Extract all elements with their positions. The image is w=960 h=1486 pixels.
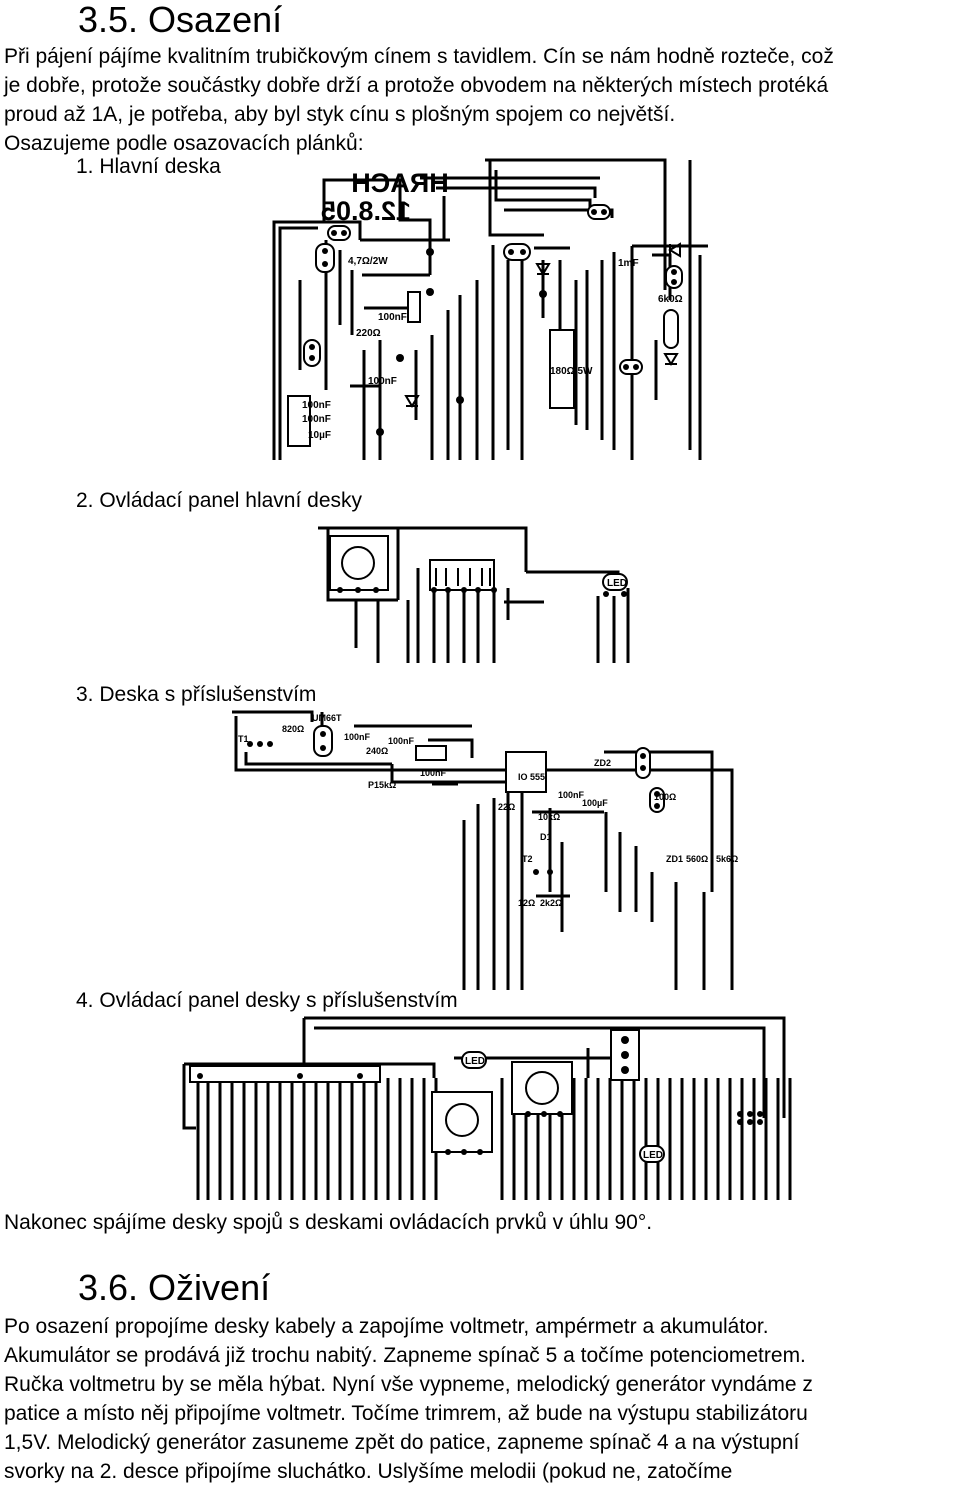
component-label: 820Ω <box>282 724 304 734</box>
component-label: 100nF <box>388 736 415 746</box>
led-label-2: LED <box>643 1150 663 1161</box>
component-label: T2 <box>522 854 533 864</box>
paragraph-line: Nakonec spájíme desky spojů s deskami ov… <box>4 1211 653 1234</box>
board-caption-control-panel-main: 2. Ovládací panel hlavní desky <box>76 489 363 512</box>
component-label: 4,7Ω/2W <box>348 256 388 267</box>
intro-paragraph: Při pájení pájíme kvalitním trubičkovým … <box>4 42 956 158</box>
paragraph-line: Akumulátor se prodává již trochu nabitý.… <box>4 1344 806 1367</box>
component-label: ZD1 <box>666 854 683 864</box>
component-label: D1 <box>540 832 552 842</box>
paragraph-line: Osazujeme podle osazovacích plánků: <box>4 132 364 155</box>
component-label: IO 555 <box>518 772 545 782</box>
component-label: 22Ω <box>498 802 515 812</box>
component-label: 6k0Ω <box>658 294 683 305</box>
component-label: 100nF <box>344 732 371 742</box>
component-label: 100nF <box>302 400 331 411</box>
component-label: 2k2Ω <box>540 898 562 908</box>
control-panel-main-layout: LED <box>318 526 630 663</box>
component-label: 100nF <box>558 790 585 800</box>
paragraph-line: Po osazení propojíme desky kabely a zapo… <box>4 1315 769 1338</box>
component-label: 240Ω <box>366 746 388 756</box>
component-label: 10kΩ <box>538 812 560 822</box>
component-label: 100µF <box>582 798 608 808</box>
component-label: 180Ω/5W <box>550 366 593 377</box>
section-heading-ozivení: 3.6. Oživení <box>78 1267 271 1308</box>
component-label: 560Ω <box>686 854 708 864</box>
component-label: 100nF <box>420 768 447 778</box>
control-panel-accessory-layout: LED LED <box>182 1016 792 1200</box>
component-label: 220Ω <box>356 328 381 339</box>
led-label: LED <box>607 578 627 589</box>
revival-paragraph: Po osazení propojíme desky kabely a zapo… <box>4 1312 956 1486</box>
component-label: 12Ω <box>518 898 535 908</box>
component-label: 100Ω <box>654 792 676 802</box>
accessory-board-layout: UM66T T1 820Ω 100nF 100nF 240Ω 100nF P15… <box>232 710 738 990</box>
paragraph-line: Při pájení pájíme kvalitním trubičkovým … <box>4 45 834 68</box>
led-label-1: LED <box>465 1056 485 1067</box>
board-caption-main: 1. Hlavní deska <box>76 155 221 178</box>
paragraph-line: proud až 1A, je potřeba, aby byl styk cí… <box>4 103 676 126</box>
component-label: 100nF <box>302 414 331 425</box>
closing-note: Nakonec spájíme desky spojů s deskami ov… <box>4 1208 956 1237</box>
component-label: P15kΩ <box>368 780 396 790</box>
main-board-layout: HRACH 12.8.05 4,7Ω/2W 100nF 220 <box>272 158 708 460</box>
component-label: 100nF <box>368 376 397 387</box>
section-heading-osazeni: 3.5. Osazení <box>78 0 283 40</box>
paragraph-line: 1,5V. Melodický generátor zasuneme zpět … <box>4 1431 800 1454</box>
component-label: 100nF <box>378 312 407 323</box>
component-label: UM66T <box>312 713 342 723</box>
paragraph-line: patice a místo něj připojíme voltmetr. T… <box>4 1402 808 1425</box>
paragraph-line: je dobře, protože součástky dobře drží a… <box>4 74 829 97</box>
component-label: 1mF <box>618 258 639 269</box>
board-caption-accessory: 3. Deska s příslušenstvím <box>76 683 317 706</box>
board-caption-control-panel-accessory: 4. Ovládací panel desky s příslušenstvím <box>76 989 458 1012</box>
component-label: 10µF <box>308 430 331 441</box>
component-label: ZD2 <box>594 758 611 768</box>
component-label: 5k6Ω <box>716 854 738 864</box>
component-label: T1 <box>238 734 249 744</box>
paragraph-line: Ručka voltmetru by se měla hýbat. Nyní v… <box>4 1373 813 1396</box>
mirrored-title: HRACH <box>351 168 449 198</box>
mirrored-date: 12.8.05 <box>321 196 411 226</box>
paragraph-line: svorky na 2. desce připojíme sluchátko. … <box>4 1460 733 1483</box>
